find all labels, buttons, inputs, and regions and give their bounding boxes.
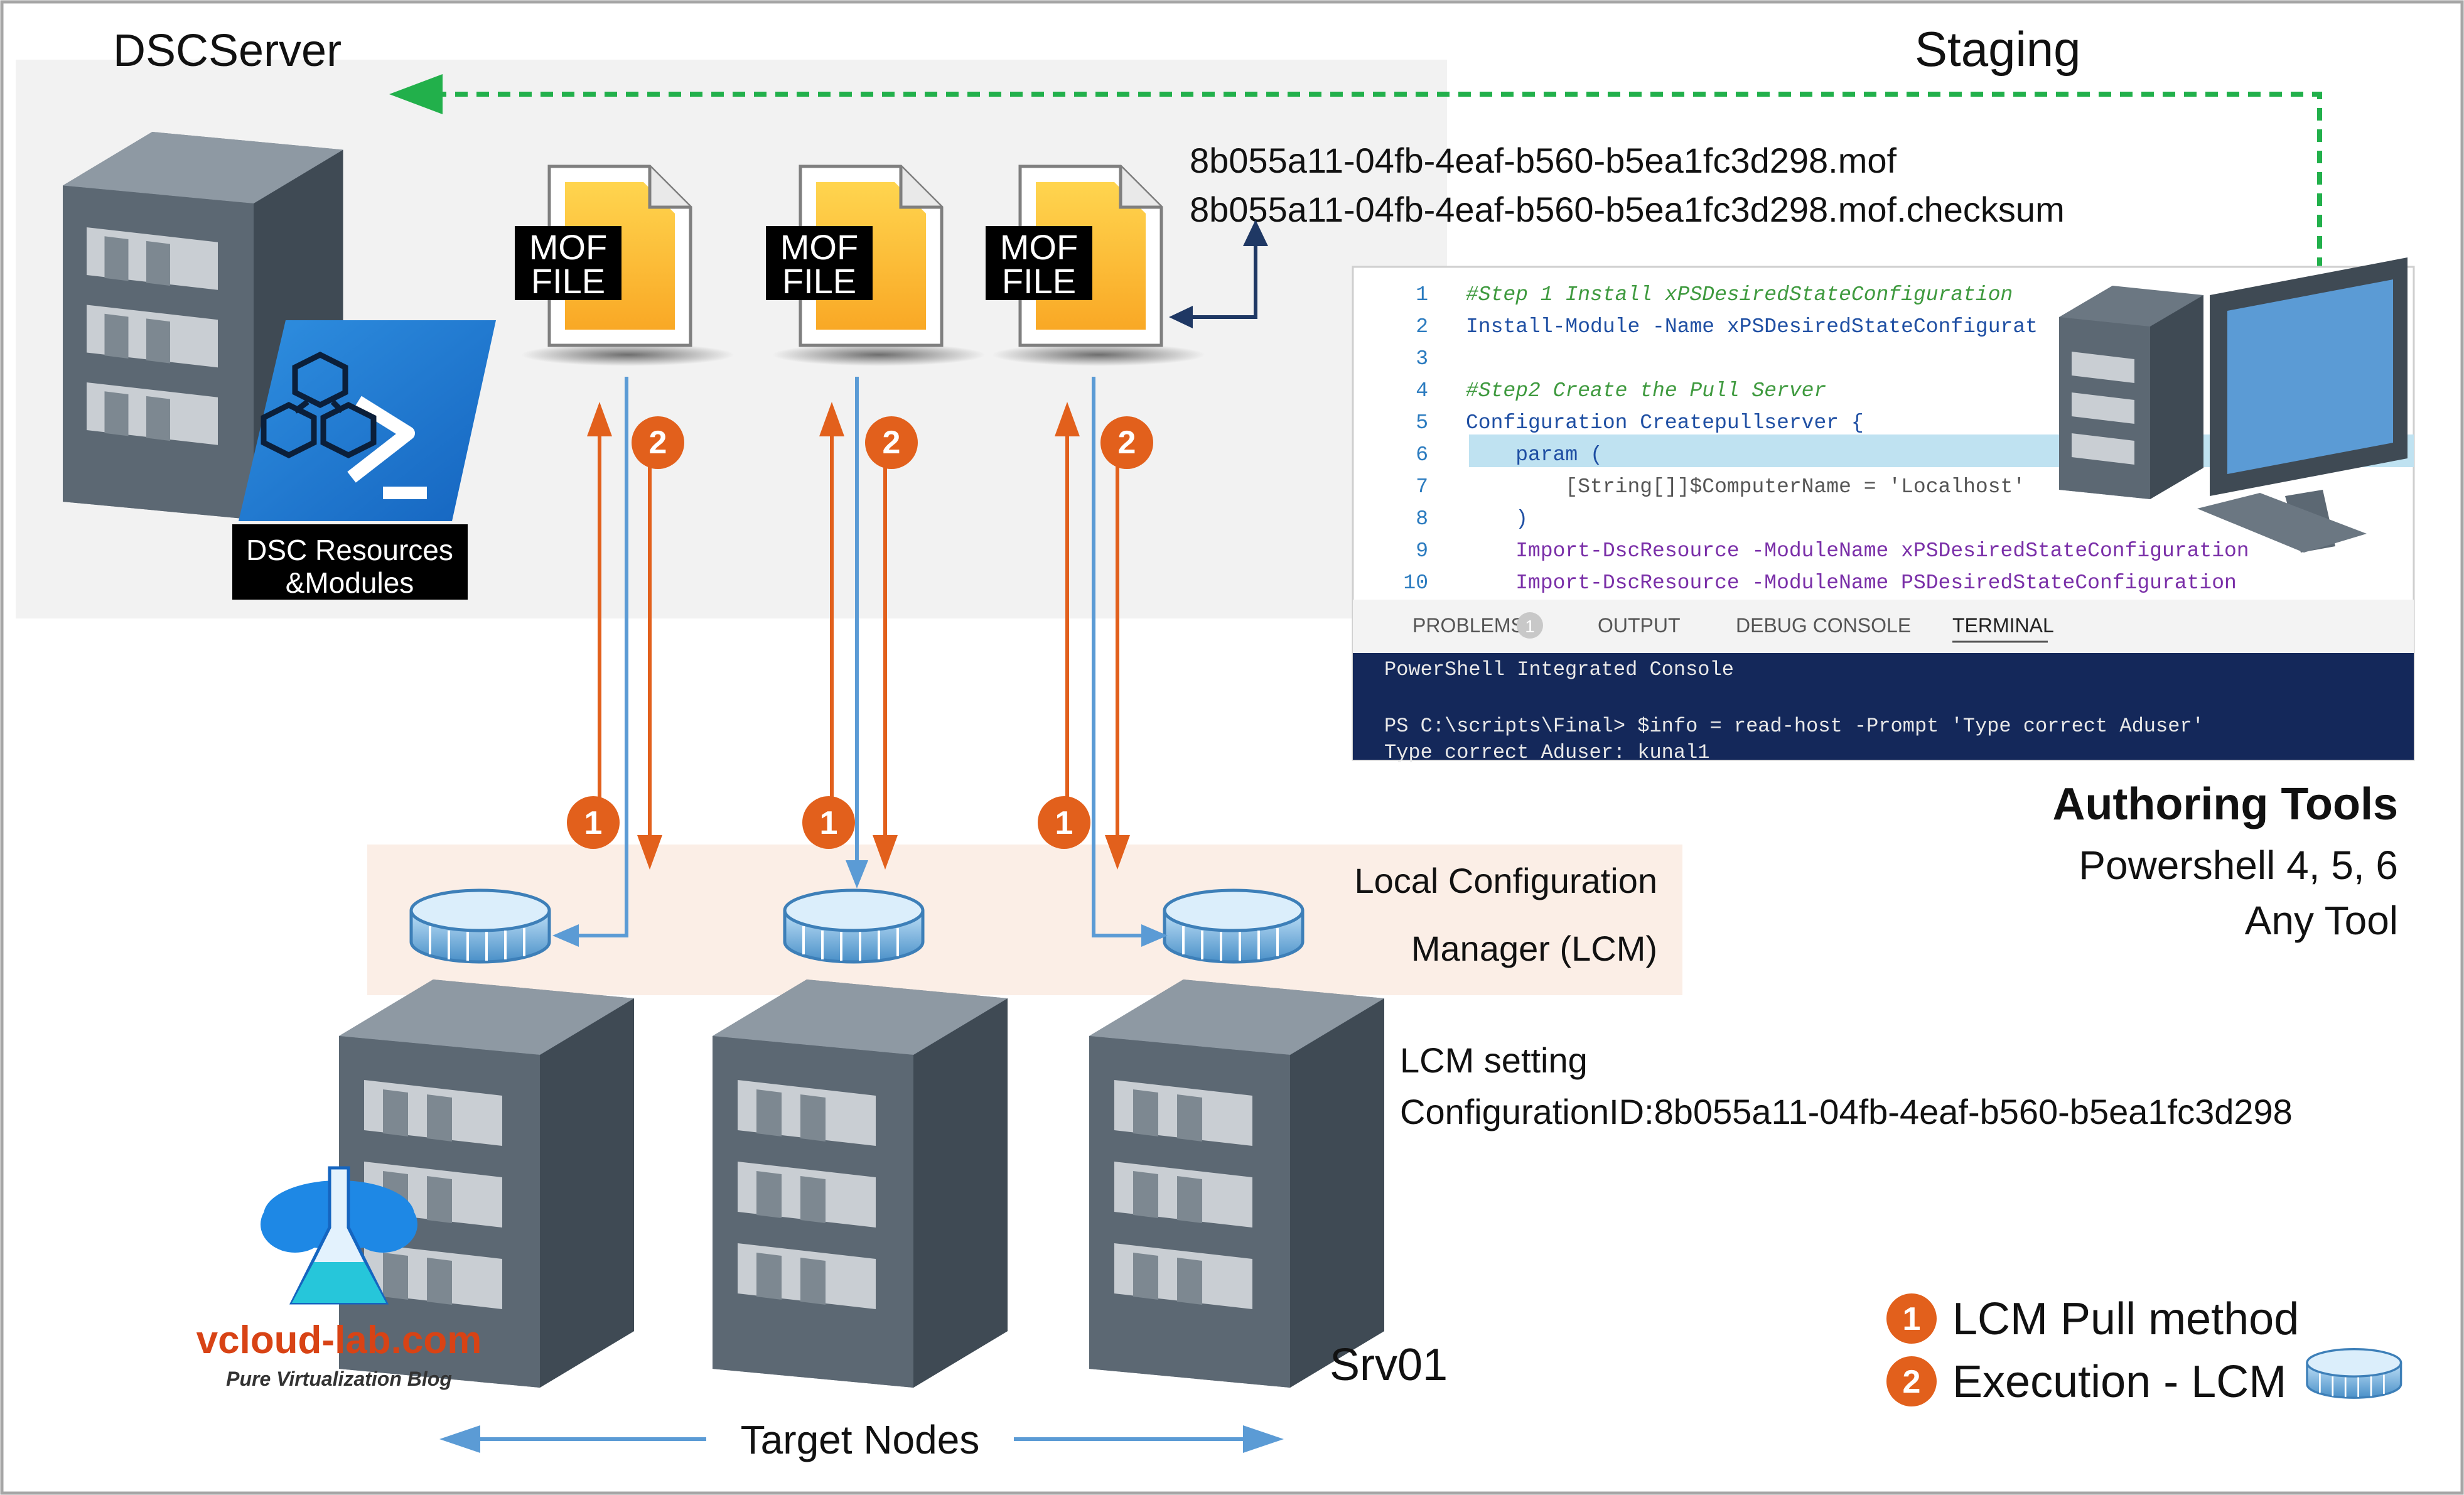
mof-file-2-label-2: FILE	[782, 261, 856, 301]
mof-filename: 8b055a11-04fb-4eaf-b560-b5ea1fc3d298.mof	[1190, 141, 1897, 180]
editor-code-line: )	[1466, 507, 1528, 531]
lcm-setting-title: LCM setting	[1400, 1040, 1588, 1080]
badge-1-node-2-label: 1	[820, 805, 838, 841]
badge-1-node-1-label: 1	[584, 805, 603, 841]
mof-file-2-label-1: MOF	[780, 227, 858, 267]
mof-file-3-label-2: FILE	[1002, 261, 1076, 301]
badge-2-node-2	[865, 416, 918, 469]
editor-code-line: Install-Module -Name xPSDesiredStateConf…	[1466, 315, 2038, 338]
legend-badge-2	[1886, 1356, 1937, 1406]
editor-code-line: [String[]]$ComputerName = 'Localhost'	[1466, 475, 2025, 499]
modules-cubes-icon	[261, 351, 377, 459]
checksum-filename: 8b055a11-04fb-4eaf-b560-b5ea1fc3d298.mof…	[1190, 190, 2065, 229]
legend: 1 LCM Pull method 2 Execution - LCM	[1886, 1293, 2402, 1407]
editor-line-number: 3	[1416, 347, 1428, 370]
tab-output[interactable]: OUTPUT	[1598, 614, 1681, 637]
srv01-label: Srv01	[1330, 1340, 1448, 1390]
problems-count: 1	[1525, 617, 1535, 636]
terminal-line-2: PS C:\scripts\Final> $info = read-host -…	[1384, 715, 2204, 738]
editor-line-number: 4	[1416, 379, 1428, 402]
badge-2-node-1	[632, 416, 684, 469]
logo-sub-text: Pure Virtualization Blog	[226, 1368, 452, 1390]
target-node-2-icon	[713, 980, 1008, 1388]
lcm-band	[367, 845, 1682, 995]
legend-badge-1-label: 1	[1903, 1301, 1921, 1337]
mof-file-3: MOF FILE	[986, 166, 1205, 366]
legend-badge-1	[1886, 1293, 1937, 1344]
staging-title: Staging	[1915, 21, 2081, 77]
lcm-label-1: Local Configuration	[1354, 861, 1657, 900]
editor-line-number: 10	[1403, 571, 1428, 595]
badge-2-node-3	[1100, 416, 1153, 469]
powershell-icon	[239, 320, 496, 521]
terminal-line-1: PowerShell Integrated Console	[1384, 658, 1734, 681]
target-nodes-arrow	[439, 1425, 1284, 1453]
mof-file-1-label-1: MOF	[529, 227, 607, 267]
logo-main-text: vcloud-lab.com	[196, 1319, 482, 1362]
lcm-label-2: Manager (LCM)	[1411, 929, 1657, 968]
editor-line-number: 1	[1416, 283, 1428, 306]
editor-line-number: 6	[1416, 443, 1428, 467]
lcm-disk-2-icon	[785, 890, 923, 962]
authoring-title: Authoring Tools	[2052, 779, 2398, 829]
checksum-arrow	[1169, 220, 1268, 328]
terminal-panel	[1353, 653, 2414, 760]
lcm-disk-3-icon	[1165, 890, 1303, 962]
editor-code-line: Import-DscResource -ModuleName PSDesired…	[1466, 571, 2237, 595]
flow-arrows-node-2	[819, 377, 898, 888]
staging-arrow	[389, 74, 2322, 270]
mof-file-1-label-2: FILE	[531, 261, 605, 301]
badge-2-node-3-label: 2	[1118, 424, 1136, 461]
editor-line-number: 2	[1416, 315, 1428, 338]
editor-code-line: Import-DscResource -ModuleName xPSDesire…	[1466, 539, 2249, 563]
problems-count-badge	[1517, 612, 1543, 639]
badge-1-node-1	[567, 796, 620, 849]
editor-code-line: param (	[1466, 443, 1603, 467]
mof-file-2: MOF FILE	[766, 166, 986, 366]
editor-line-number: 9	[1416, 539, 1428, 563]
badge-2-node-2-label: 2	[883, 424, 901, 461]
editor-code-line: #Step 1 Install xPSDesiredStateConfigura…	[1466, 283, 2013, 306]
lcm-setting-config-id: ConfigurationID:8b055a11-04fb-4eaf-b560-…	[1400, 1092, 2293, 1131]
authoring-line-1: Powershell 4, 5, 6	[2079, 843, 2398, 888]
badge-1-node-2	[802, 796, 855, 849]
badge-1-node-3	[1038, 796, 1090, 849]
dsc-resources-box	[232, 524, 468, 600]
dsc-server-title: DSCServer	[113, 26, 342, 76]
editor-line-number: 5	[1416, 411, 1428, 434]
target-node-3-icon	[1089, 980, 1384, 1388]
flow-arrows-node-1	[552, 377, 662, 947]
mof-file-1: MOF FILE	[515, 166, 734, 366]
step-badges: 2 2 2 1 1 1	[567, 416, 1153, 849]
dsc-resources-label-2: &Modules	[286, 566, 414, 599]
tab-debug-console[interactable]: DEBUG CONSOLE	[1736, 614, 1911, 637]
mof-file-3-label-1: MOF	[1000, 227, 1078, 267]
badge-2-node-1-label: 2	[649, 424, 667, 461]
tab-terminal[interactable]: TERMINAL	[1952, 614, 2054, 637]
editor-line-number: 8	[1416, 507, 1428, 531]
legend-step-1: LCM Pull method	[1952, 1294, 2299, 1344]
dsc-resources-label-1: DSC Resources	[246, 534, 453, 566]
target-nodes-label: Target Nodes	[741, 1417, 980, 1462]
terminal-line-3: Type correct Aduser: kunal1	[1384, 741, 1709, 764]
editor-code-line: #Step2 Create the Pull Server	[1466, 379, 1826, 402]
tab-problems[interactable]: PROBLEMS	[1412, 614, 1524, 637]
lcm-disk-1-icon	[411, 890, 549, 962]
flow-arrows-node-3	[1055, 377, 1168, 947]
editor-line-number: 7	[1416, 475, 1428, 499]
legend-disk-icon	[2306, 1347, 2402, 1399]
vcloud-lab-logo: vcloud-lab.com Pure Virtualization Blog	[196, 1166, 482, 1390]
editor-tabs: PROBLEMS 1 OUTPUT DEBUG CONSOLE TERMINAL	[1412, 612, 2054, 643]
workstation-icon	[2059, 257, 2408, 553]
legend-step-2: Execution - LCM	[1952, 1357, 2286, 1407]
legend-badge-2-label: 2	[1903, 1364, 1921, 1400]
badge-1-node-3-label: 1	[1055, 805, 1073, 841]
authoring-line-2: Any Tool	[2245, 898, 2398, 943]
editor-code-line: Configuration Createpullserver {	[1466, 411, 1864, 434]
